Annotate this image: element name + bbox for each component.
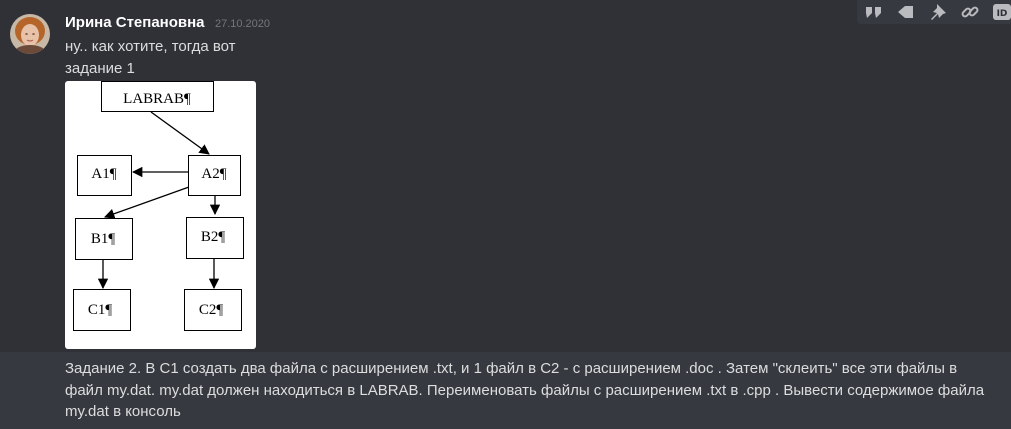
message-hover-band <box>0 352 1011 429</box>
node-labrab-label: LABRAB¶ <box>123 91 191 107</box>
copy-link-button[interactable] <box>957 0 983 24</box>
copy-id-button[interactable]: ID <box>989 0 1011 24</box>
node-c2-label: C2¶ <box>199 302 224 318</box>
pin-icon <box>931 4 946 20</box>
node-c1-label: C1¶ <box>88 302 113 318</box>
directory-diagram: LABRAB¶ A1¶ A2¶ B1¶ B2¶ C1¶ C2¶ <box>73 81 244 331</box>
message-header: Ирина Степановна 27.10.2020 <box>65 14 270 32</box>
node-labrab: LABRAB¶ <box>101 81 214 112</box>
pin-button[interactable] <box>925 0 951 24</box>
id-icon-label: ID <box>997 9 1008 19</box>
node-c1: C1¶ <box>73 289 131 331</box>
edge-a2-b1 <box>104 186 190 219</box>
message-line-1: ну.. как хотите, тогда вот <box>65 38 236 55</box>
quote-button[interactable] <box>861 0 887 24</box>
node-a2: A2¶ <box>188 155 241 196</box>
node-a1: A1¶ <box>77 155 132 196</box>
node-b1-label: B1¶ <box>91 231 116 247</box>
quote-icon <box>866 7 881 18</box>
id-icon: ID <box>993 4 1011 20</box>
node-a1-label: A1¶ <box>91 166 116 182</box>
avatar[interactable] <box>10 14 50 54</box>
node-b1: B1¶ <box>75 218 133 260</box>
reply-icon <box>898 6 913 18</box>
node-b2-label: B2¶ <box>201 229 226 245</box>
followup-message: Задание 2. В С1 создать два файла с расш… <box>65 360 985 420</box>
message-line-2: задание 1 <box>65 60 135 77</box>
link-icon <box>961 6 979 18</box>
message-toolbar: ID <box>857 0 1011 24</box>
reply-button[interactable] <box>893 0 919 24</box>
image-attachment[interactable]: LABRAB¶ A1¶ A2¶ B1¶ B2¶ C1¶ C2¶ <box>65 81 256 349</box>
node-c2: C2¶ <box>184 289 242 331</box>
username[interactable]: Ирина Степановна <box>65 14 205 31</box>
node-a2-label: A2¶ <box>201 166 226 182</box>
edge-labrab-a2 <box>150 111 210 155</box>
timestamp[interactable]: 27.10.2020 <box>214 18 271 30</box>
node-b2: B2¶ <box>186 217 244 259</box>
